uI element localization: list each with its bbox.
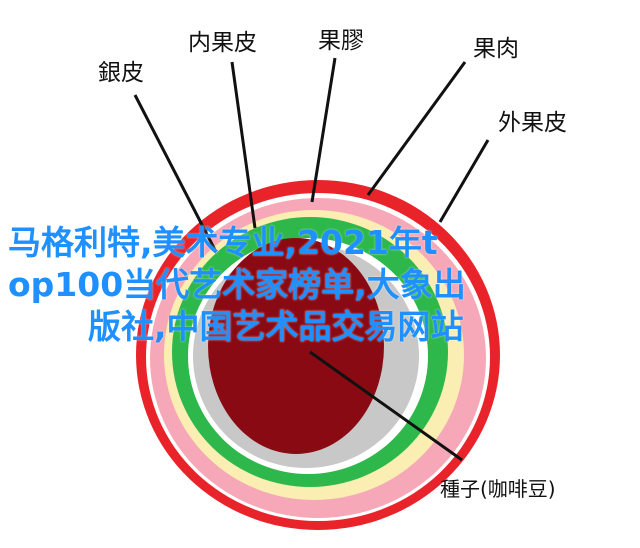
label-silver-skin: 銀皮 <box>98 60 144 86</box>
leader-line-endocarp <box>230 61 257 229</box>
label-pulp: 果肉 <box>473 36 519 62</box>
seed-bean <box>208 238 384 454</box>
leader-line-silver-skin <box>133 94 217 251</box>
overlay-line-3: 版社,中国艺术品交易网站 <box>88 307 464 346</box>
overlay-line-2: op100当代艺术家榜单,大象出 <box>8 265 466 304</box>
leader-lines <box>133 57 490 462</box>
label-seed: 種子(咖啡豆) <box>440 477 556 501</box>
leader-line-mucilage <box>310 57 337 203</box>
leader-line-exocarp <box>438 139 490 223</box>
overlay-line-1: 马格利特,美术专业,2021年t <box>8 223 438 262</box>
label-exocarp: 外果皮 <box>498 110 567 136</box>
label-mucilage: 果膠 <box>318 28 364 54</box>
overlay-caption: 马格利特,美术专业,2021年t op100当代艺术家榜单,大象出 版社,中国艺… <box>8 222 538 348</box>
leader-line-seed <box>309 350 463 462</box>
leader-line-pulp <box>366 61 467 196</box>
label-endocarp: 内果皮 <box>188 30 257 56</box>
